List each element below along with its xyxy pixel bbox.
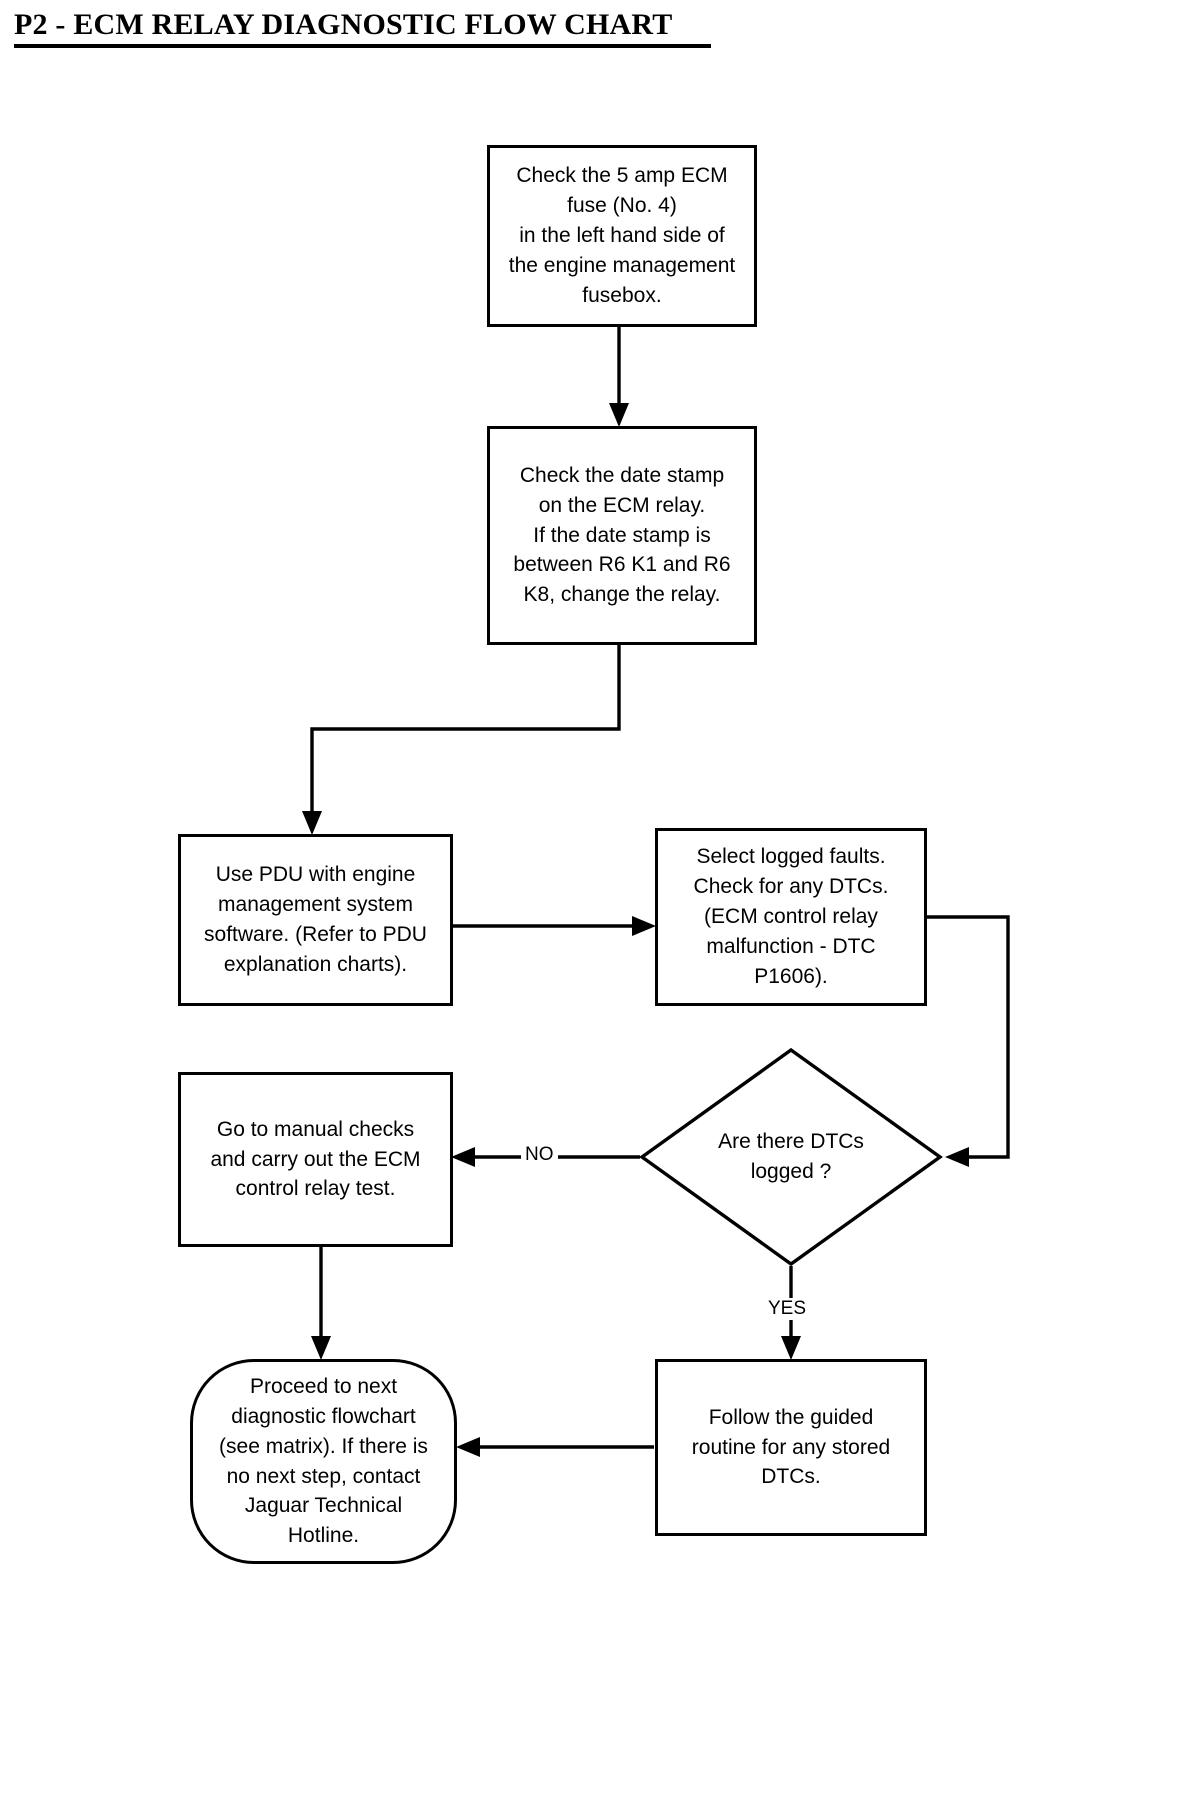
node-manual-checks[interactable]: Go to manual checks and carry out the EC… [178,1072,453,1247]
node-use-pdu-label: Use PDU with engine management system so… [204,863,427,976]
node-proceed-next-flowchart-label: Proceed to next diagnostic flowchart (se… [219,1375,428,1548]
connector-manual-checks-to-proceed-next-flowchart [311,1247,331,1360]
edge-label-no: NO [521,1144,558,1166]
title-underline [14,44,711,48]
node-are-there-dtcs[interactable]: Are there DTCs logged ? [639,1047,943,1267]
page-title: P2 - ECM RELAY DIAGNOSTIC FLOW CHART [14,8,673,41]
node-check-fuse[interactable]: Check the 5 amp ECM fuse (No. 4) in the … [487,145,757,327]
node-proceed-next-flowchart[interactable]: Proceed to next diagnostic flowchart (se… [190,1359,457,1564]
edge-label-yes: YES [764,1298,811,1320]
connector-check-fuse-to-check-date-stamp [609,324,629,427]
node-follow-guided-routine[interactable]: Follow the guided routine for any stored… [655,1359,927,1536]
node-check-date-stamp[interactable]: Check the date stamp on the ECM relay. I… [487,426,757,645]
node-select-logged-faults-label: Select logged faults. Check for any DTCs… [693,845,889,988]
decision-diamond-shape [639,1047,943,1267]
node-select-logged-faults[interactable]: Select logged faults. Check for any DTCs… [655,828,927,1006]
node-use-pdu[interactable]: Use PDU with engine management system so… [178,834,453,1006]
connector-check-date-stamp-to-use-pdu [302,642,621,835]
node-manual-checks-label: Go to manual checks and carry out the EC… [210,1117,421,1201]
connector-use-pdu-to-select-logged-faults [452,916,656,936]
node-check-fuse-label: Check the 5 amp ECM fuse (No. 4) in the … [508,164,736,307]
node-follow-guided-routine-label: Follow the guided routine for any stored… [691,1405,891,1489]
node-check-date-stamp-label: Check the date stamp on the ECM relay. I… [513,463,731,607]
connector-follow-guided-routine-to-proceed-next-flowchart [456,1437,654,1457]
